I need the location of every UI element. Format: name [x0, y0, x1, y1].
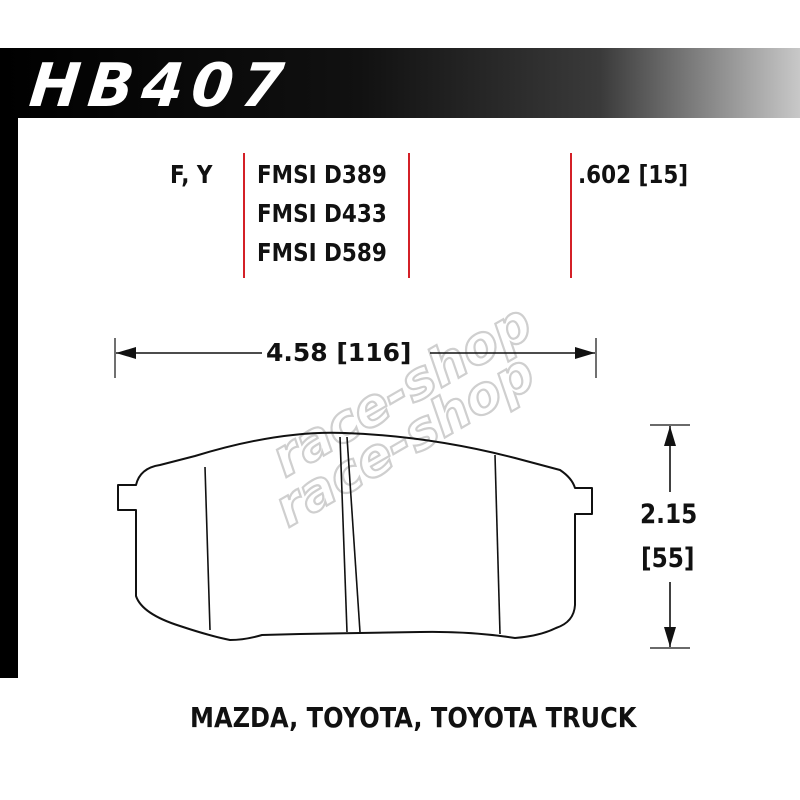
pad-chamfer-line-2	[494, 454, 501, 635]
vehicle-applications: MAZDA, TOYOTA, TOYOTA TRUCK	[190, 701, 637, 734]
position-codes: F, Y	[170, 160, 213, 189]
pad-slot-line-right	[339, 436, 348, 633]
height-dimension-mm: [55]	[641, 543, 695, 574]
fmsi-number-1: FMSI D389	[257, 160, 387, 189]
fmsi-number-3: FMSI D589	[257, 238, 387, 267]
red-divider-1	[243, 153, 245, 278]
pad-slot-line-left	[346, 436, 361, 633]
header-bar	[0, 48, 800, 118]
red-divider-2	[408, 153, 410, 278]
width-dimension-label: 4.58 [116]	[266, 338, 412, 367]
fmsi-number-2: FMSI D433	[257, 199, 387, 228]
red-divider-3	[570, 153, 572, 278]
height-dimension-inches: 2.15	[640, 499, 698, 530]
pad-outline	[117, 431, 593, 641]
left-border-rule	[0, 118, 18, 678]
pad-chamfer-line-1	[204, 466, 211, 631]
thickness-label: .602 [15]	[578, 160, 689, 189]
